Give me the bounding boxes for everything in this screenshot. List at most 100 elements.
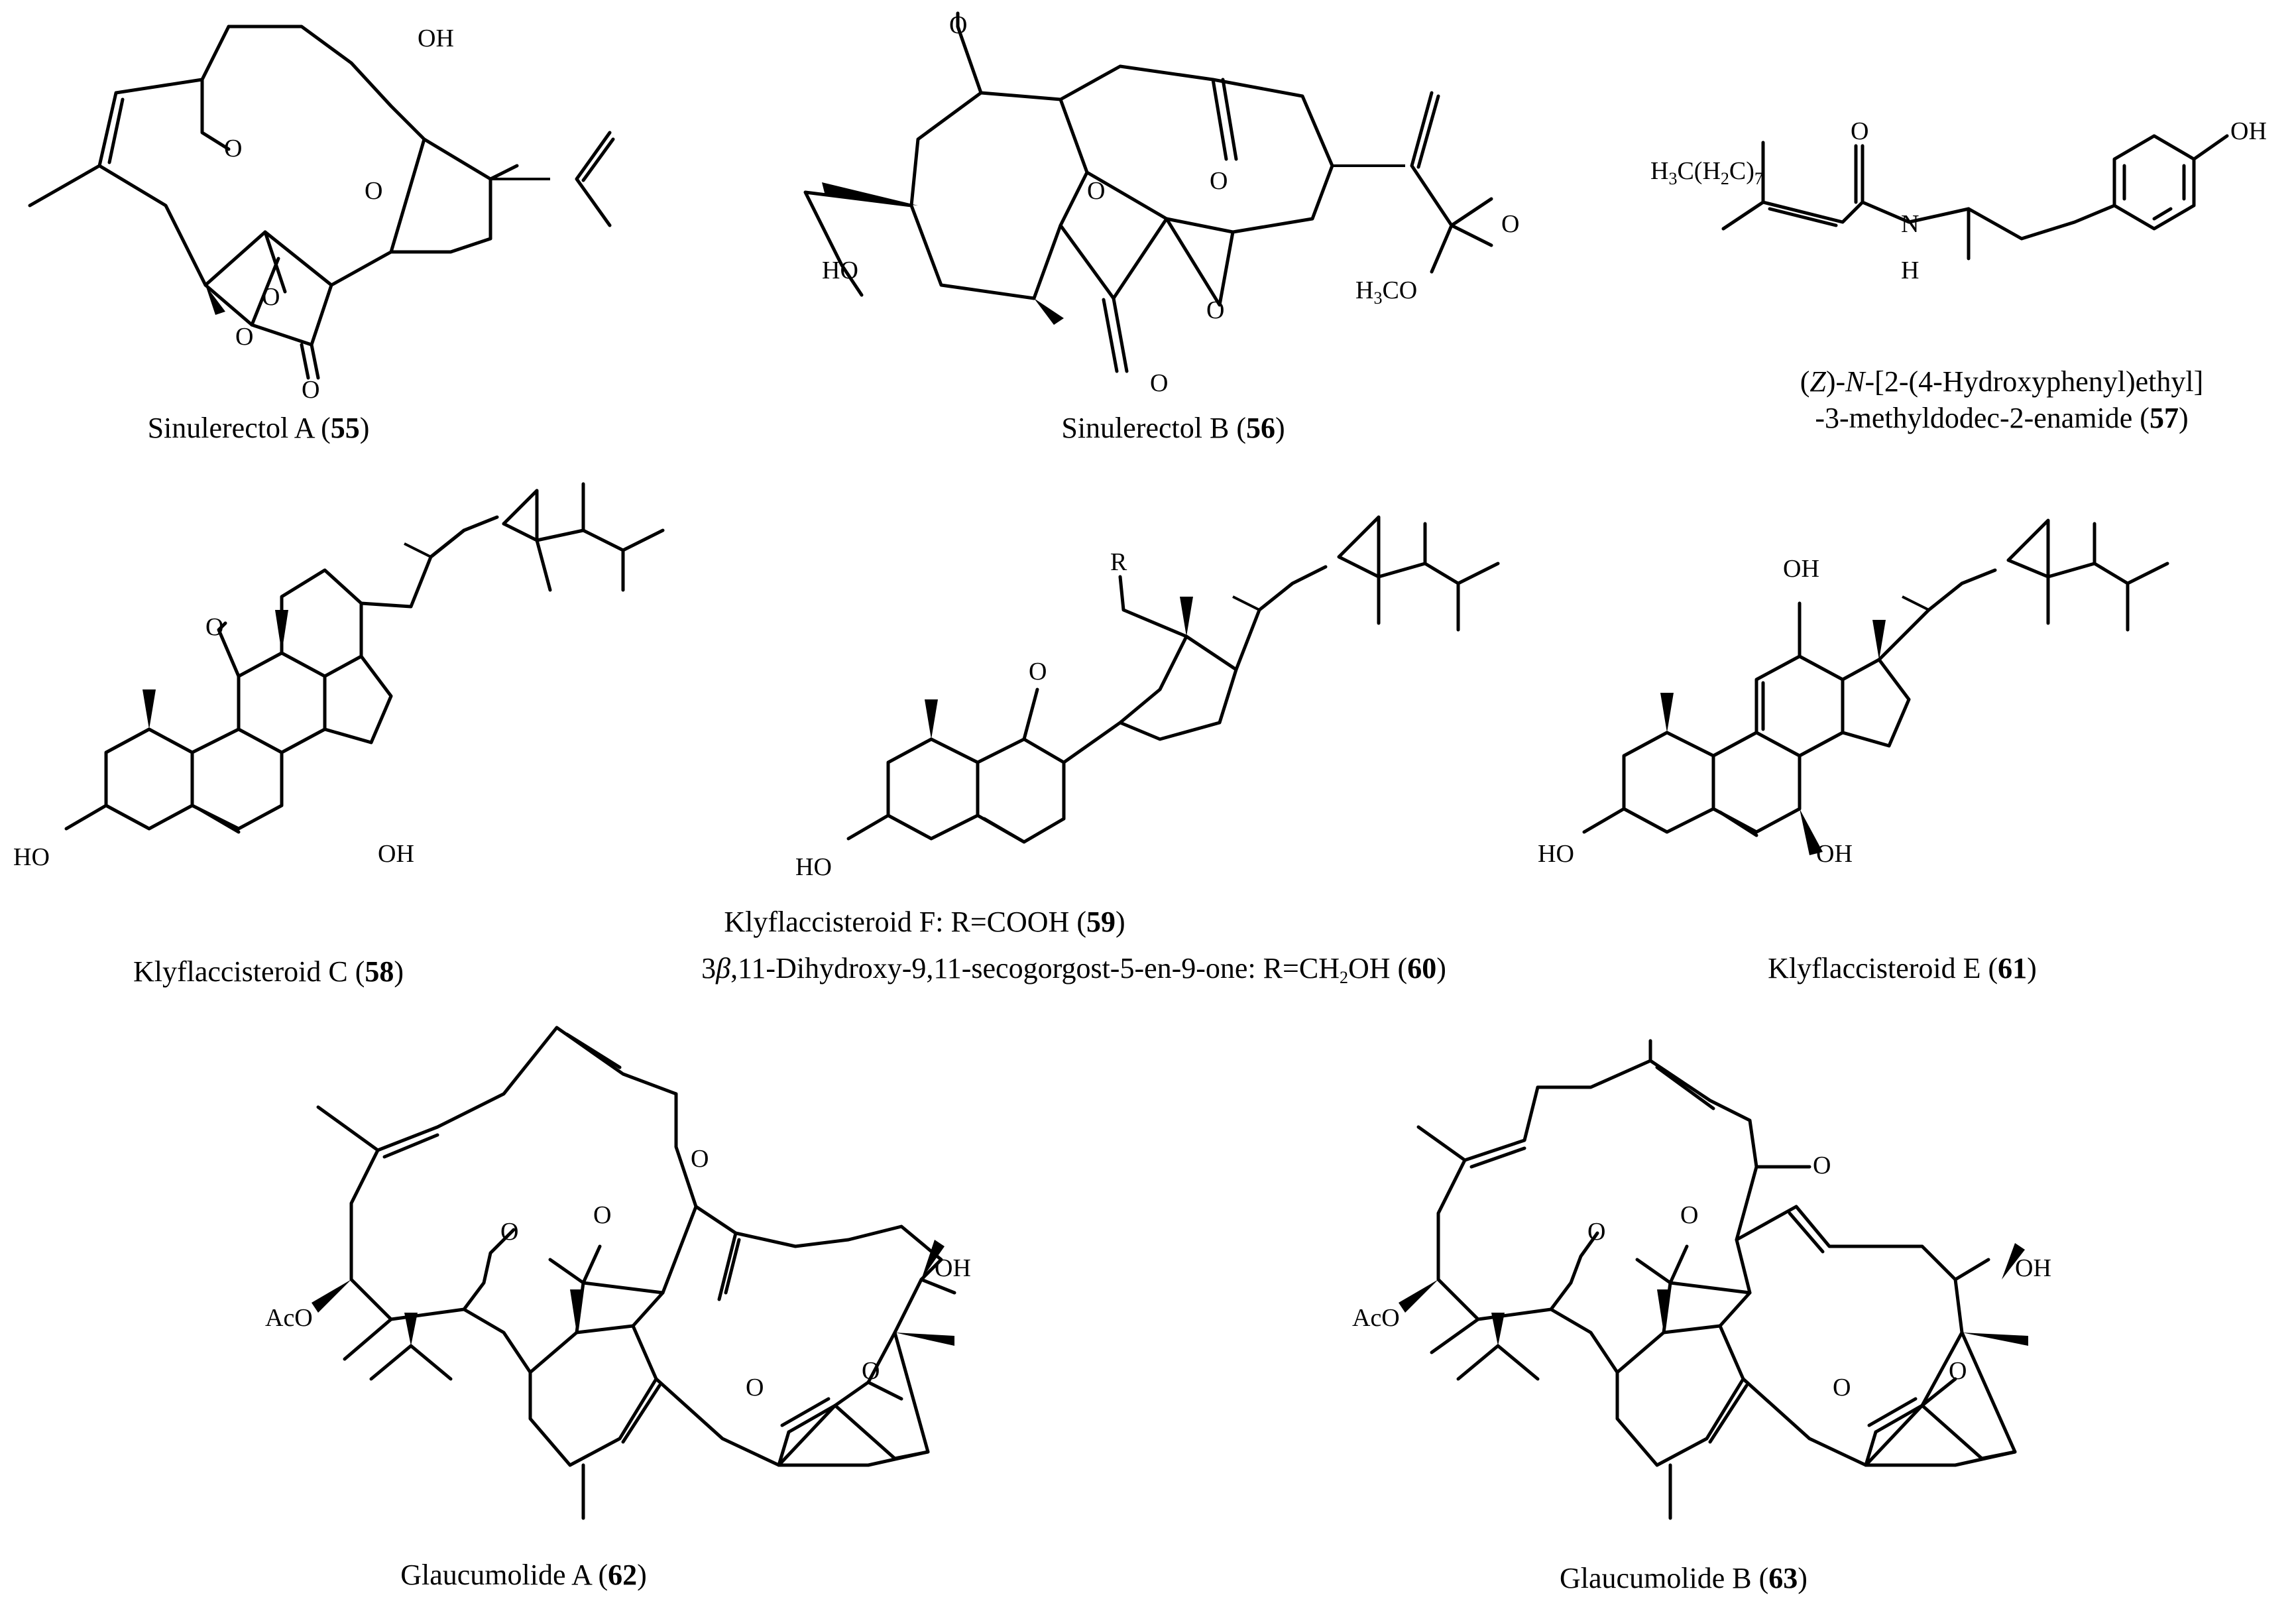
o-label-62d: O <box>746 1374 764 1401</box>
caption-55: Sinulerectol A (55) <box>148 412 370 444</box>
aco-label-62: AcO <box>265 1304 313 1332</box>
ho-label-58: HO <box>13 843 50 871</box>
ho-label-59: HO <box>795 853 832 881</box>
caption-63: Glaucumolide B (63) <box>1560 1562 1808 1594</box>
o-label-57: O <box>1851 117 1868 145</box>
svg-text:O: O <box>1029 658 1047 685</box>
o-label-58: O <box>205 613 223 641</box>
o-label-62b: O <box>500 1218 518 1246</box>
svg-text:O: O <box>365 177 382 205</box>
structure-55: OH O O O O O Sinulerectol A (55) <box>28 25 615 444</box>
structure-56: O O O HO O O H3CO O Sinulerectol B (56) <box>803 11 1519 444</box>
caption-59: Klyflaccisteroid F: R=COOH (59) <box>724 906 1125 938</box>
svg-text:O: O <box>302 376 319 404</box>
structure-62: O O O AcO OH O O Glaucumolide A (62) <box>265 1026 971 1591</box>
svg-text:AcO: AcO <box>265 1304 313 1332</box>
o-label-55a: O <box>224 135 242 162</box>
svg-text:H3CO: H3CO <box>1355 276 1417 308</box>
svg-text:O: O <box>1501 210 1519 238</box>
svg-text:O: O <box>1087 177 1105 205</box>
r-label-59: R <box>1110 548 1127 576</box>
caption-57-line2: -3-methyldodec-2-enamide (57) <box>1815 402 2188 434</box>
o-label-56c: O <box>1210 167 1228 195</box>
ho-label-56: HO <box>822 257 858 284</box>
svg-text:HO: HO <box>822 257 858 284</box>
svg-text:OH: OH <box>1783 555 1819 583</box>
oh-label-61a: OH <box>1783 555 1819 583</box>
h3c-label-57: H3C(H2C)7 <box>1650 157 1763 188</box>
svg-text:AcO: AcO <box>1352 1304 1400 1332</box>
oh-label-57: OH <box>2230 117 2267 145</box>
svg-text:N: N <box>1901 210 1919 238</box>
svg-text:O: O <box>224 135 242 162</box>
svg-text:O: O <box>1206 296 1224 324</box>
structure-61: OH HO OH Klyflaccisteroid E (61) <box>1538 518 2169 984</box>
o-label-62e: O <box>862 1357 880 1385</box>
caption-58: Klyflaccisteroid C (58) <box>133 955 404 988</box>
svg-text:O: O <box>1680 1201 1698 1229</box>
o-label-63a: O <box>1813 1152 1831 1179</box>
oh-label-55: OH <box>418 25 454 52</box>
svg-text:O: O <box>593 1201 611 1229</box>
svg-text:O: O <box>1851 117 1868 145</box>
oh-label-58: OH <box>378 840 414 868</box>
o-label-55c: O <box>262 283 280 311</box>
aco-label-63: AcO <box>1352 1304 1400 1332</box>
caption-57-line1: (Z)-N-[2-(4-Hydroxyphenyl)ethyl] <box>1800 365 2204 398</box>
o-label-62a: O <box>691 1145 709 1173</box>
oh-label-63: OH <box>2015 1254 2051 1282</box>
svg-text:O: O <box>262 283 280 311</box>
svg-text:O: O <box>949 11 967 39</box>
svg-text:HO: HO <box>13 843 50 871</box>
o-label-56f: O <box>1501 210 1519 238</box>
svg-text:O: O <box>1150 369 1168 397</box>
o-label-56d: O <box>1206 296 1224 324</box>
o-label-62c: O <box>593 1201 611 1229</box>
structure-57: H3C(H2C)7 O N H OH (Z)-N-[2-(4-Hydroxyph… <box>1650 117 2267 434</box>
svg-text:HO: HO <box>1538 840 1574 868</box>
o-label-56e: O <box>1150 369 1168 397</box>
caption-62: Glaucumolide A (62) <box>400 1559 647 1591</box>
svg-text:O: O <box>862 1357 880 1385</box>
svg-text:OH: OH <box>1816 840 1853 868</box>
o-label-63c: O <box>1680 1201 1698 1229</box>
structure-58: O HO OH Klyflaccisteroid C (58) <box>13 482 665 988</box>
h-label-57: H <box>1901 257 1919 284</box>
o-label-55d: O <box>235 323 253 351</box>
oh-label-61b: OH <box>1816 840 1853 868</box>
ho-label-61: HO <box>1538 840 1574 868</box>
svg-text:O: O <box>691 1145 709 1173</box>
o-label-55e: O <box>302 376 319 404</box>
svg-text:OH: OH <box>2015 1254 2051 1282</box>
h3co-label-56: H3CO <box>1355 276 1417 308</box>
o-label-63d: O <box>1833 1374 1851 1401</box>
svg-text:O: O <box>1949 1357 1967 1385</box>
svg-text:H: H <box>1901 257 1919 284</box>
structure-59-60: R O HO Klyflaccisteroid F: R=COOH (59) 3… <box>701 515 1500 987</box>
svg-text:O: O <box>235 323 253 351</box>
svg-text:OH: OH <box>2230 117 2267 145</box>
caption-60: 3β,11-Dihydroxy-9,11-secogorgost-5-en-9-… <box>701 952 1446 987</box>
svg-text:O: O <box>1813 1152 1831 1179</box>
svg-text:O: O <box>500 1218 518 1246</box>
caption-61: Klyflaccisteroid E (61) <box>1768 952 2037 984</box>
o-label-56b: O <box>1087 177 1105 205</box>
svg-text:O: O <box>1833 1374 1851 1401</box>
n-label-57: N <box>1901 210 1919 238</box>
svg-text:O: O <box>205 613 223 641</box>
svg-text:OH: OH <box>935 1254 971 1282</box>
svg-text:R: R <box>1110 548 1127 576</box>
o-label-55b: O <box>365 177 382 205</box>
structure-63: O O O AcO OH O O Glaucumolide B (63) <box>1352 1039 2051 1594</box>
oh-label-62: OH <box>935 1254 971 1282</box>
o-label-59: O <box>1029 658 1047 685</box>
o-label-56a: O <box>949 11 967 39</box>
svg-text:HO: HO <box>795 853 832 881</box>
svg-text:O: O <box>746 1374 764 1401</box>
svg-text:OH: OH <box>418 25 454 52</box>
svg-text:O: O <box>1587 1218 1605 1246</box>
o-label-63b: O <box>1587 1218 1605 1246</box>
svg-text:H3C(H2C)7: H3C(H2C)7 <box>1650 157 1763 188</box>
caption-56: Sinulerectol B (56) <box>1061 412 1285 444</box>
